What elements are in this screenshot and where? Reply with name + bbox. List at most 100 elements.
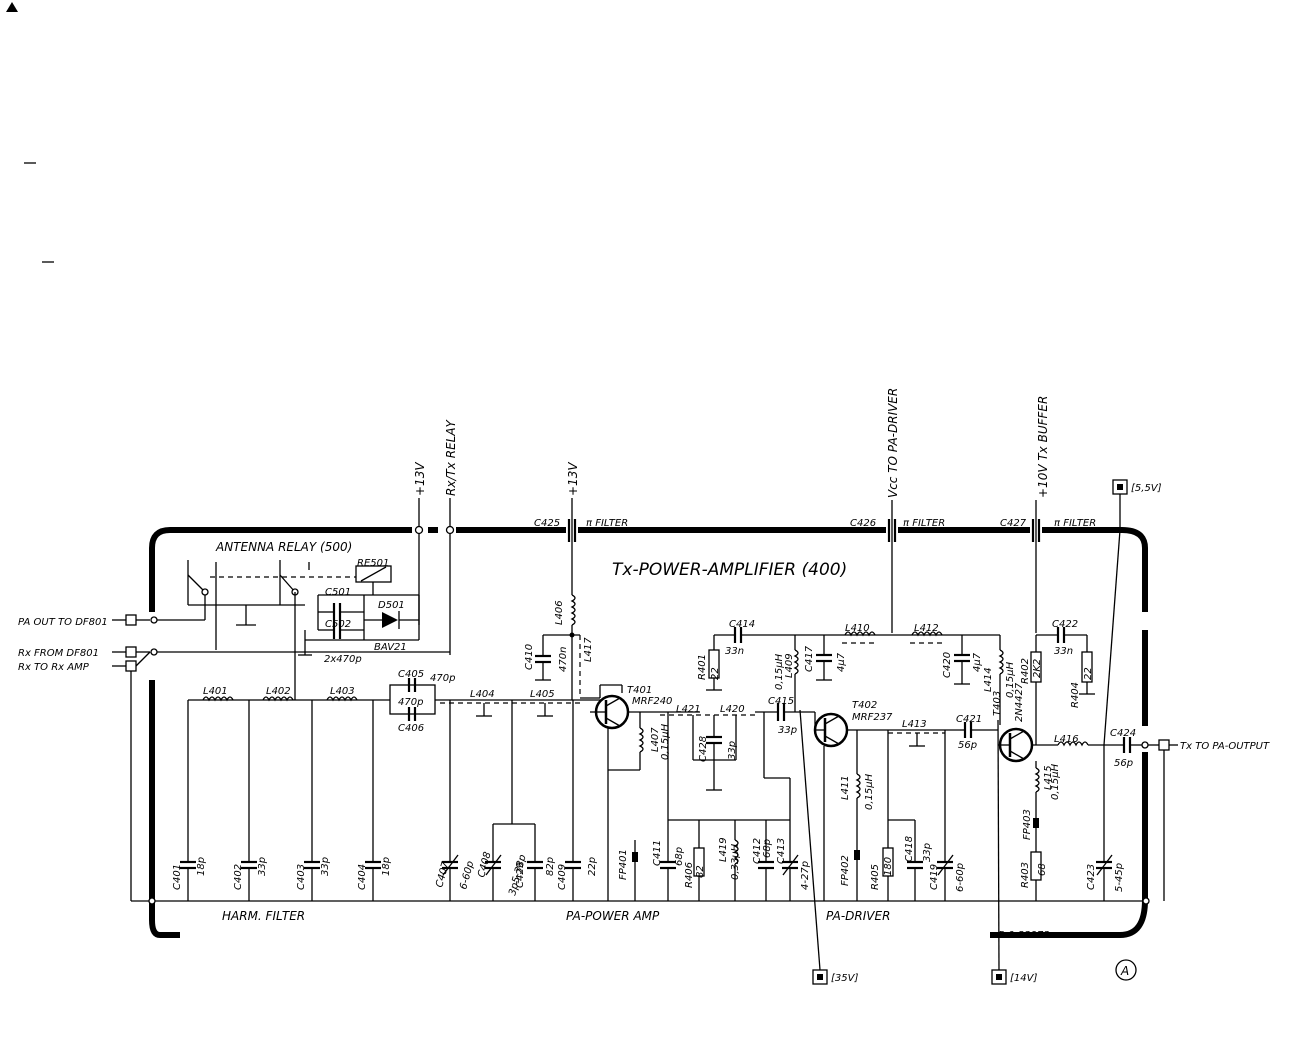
c404-value: 18p: [381, 857, 392, 876]
pi-filter-label-2: π FILTER: [903, 518, 945, 529]
l420-label: L420: [720, 704, 745, 715]
l407-label: L407: [650, 727, 661, 752]
r404-label: R404: [1070, 682, 1081, 708]
c402-label: C402: [233, 864, 244, 890]
pi-filter-label-3: π FILTER: [1054, 518, 1096, 529]
c424-label: C424: [1110, 728, 1136, 739]
transistor-t401: [590, 694, 700, 730]
sheet-mark: A: [1120, 964, 1129, 978]
testpoint-14v: [14V]: [991, 969, 1037, 985]
coil-l402: [262, 696, 294, 702]
r404-value: 22: [1083, 667, 1094, 680]
feedthrough-c427: [1031, 519, 1041, 542]
port-rx-from-label: Rx FROM DF801: [18, 648, 99, 659]
relay-re501-label: RE501: [357, 558, 389, 569]
page-corner-triangle-icon: [6, 2, 18, 12]
c404-label: C404: [357, 864, 368, 890]
l404-label: L404: [470, 689, 495, 700]
testpoint-35v: [35V]: [812, 969, 858, 985]
c412-value: 68p: [762, 839, 773, 858]
l416-label: L416: [1054, 734, 1079, 745]
c417-label: C417: [804, 645, 815, 672]
supply-13v-label-b: +13V: [566, 462, 580, 496]
feedthrough-c425: [567, 519, 577, 542]
r405-value: 180: [883, 857, 894, 876]
t401-label: T401: [627, 685, 652, 696]
c502-label: C502: [325, 619, 351, 630]
antenna-relay-label: ANTENNA RELAY (500): [215, 540, 352, 554]
schematic-title: Tx-POWER-AMPLIFIER (400): [612, 560, 847, 580]
coil-l411: [855, 773, 861, 799]
c421-label: C421: [956, 714, 982, 725]
ferrite-fp403: [1033, 818, 1039, 828]
section-harm-filter: HARM. FILTER: [222, 909, 305, 923]
coil-l419: [733, 839, 739, 865]
port-rx-to-label: Rx TO Rx AMP: [18, 662, 90, 673]
bav21-label: BAV21: [374, 642, 407, 653]
fp402-label: FP402: [840, 855, 851, 886]
l411-label: L411: [840, 775, 851, 800]
fp401-label: FP401: [618, 849, 629, 880]
c409-label: C409: [557, 864, 568, 890]
left-connectors: PA OUT TO DF801 Rx FROM DF801 Rx TO Rx A…: [18, 570, 450, 901]
c421-value: 56p: [958, 740, 977, 751]
ferrite-fp402: [854, 850, 860, 860]
shunt-caps-harm: [180, 700, 381, 901]
c429-value: 82p: [545, 857, 556, 876]
c414-label: C414: [729, 619, 755, 630]
l403-label: L403: [330, 686, 355, 697]
l419-value: 0,33μH: [730, 843, 741, 880]
l401-label: L401: [203, 686, 228, 697]
l412-label: L412: [914, 623, 939, 634]
c413-value: 4-27p: [800, 861, 811, 890]
l415-label: L415: [1043, 765, 1054, 790]
l409-label: L409: [784, 653, 795, 678]
fp403-label: FP403: [1022, 809, 1033, 840]
c415-value: 33p: [778, 725, 797, 736]
t402-type: MRF237: [852, 712, 893, 723]
l409-value: 0,15μH: [774, 653, 785, 690]
l415-value: 0,15μH: [1050, 763, 1061, 800]
section-pa-driver: PA-DRIVER: [826, 909, 890, 923]
board-outline: [149, 527, 1148, 938]
c418-value: 33p: [922, 843, 933, 862]
c420-value: 4μ7: [972, 652, 983, 672]
coil-l414: [998, 649, 1004, 675]
cap-note-label: 2x470p: [324, 654, 362, 665]
sheet-mark-circle: [1115, 959, 1137, 981]
testpoint-35v-label: [35V]: [831, 973, 858, 984]
coil-l416: [1057, 741, 1089, 747]
r402-label: R402: [1020, 658, 1031, 684]
port-tx-out-label: Tx TO PA-OUTPUT: [1180, 741, 1270, 752]
c424-value: 56p: [1114, 758, 1133, 769]
c415-label: C415: [768, 696, 794, 707]
testpoint-14v-label: [14V]: [1010, 973, 1037, 984]
coil-l412: [911, 631, 943, 637]
c402-value: 33p: [257, 857, 268, 876]
coil-l410: [844, 631, 876, 637]
r401-label: R401: [697, 654, 708, 680]
supply-10v-buffer-label: +10V Tx BUFFER: [1036, 396, 1050, 498]
c501-label: C501: [325, 587, 351, 598]
l414-label: L414: [983, 667, 994, 692]
c403-label: C403: [296, 864, 307, 890]
coil-l407: [638, 727, 644, 753]
l413-label: L413: [902, 719, 927, 730]
c418-label: C418: [904, 836, 915, 862]
l419-label: L419: [718, 837, 729, 862]
l417-label: L417: [583, 637, 594, 662]
c410-value: 470n: [558, 647, 569, 672]
c428-label: C428: [698, 736, 709, 762]
c410-label: C410: [524, 644, 535, 670]
l411-value: 0,15μH: [864, 773, 875, 810]
doc-number: 5-0-23973: [998, 930, 1050, 941]
c407-label: C407: [434, 860, 452, 889]
c406-value: 470p: [398, 697, 423, 708]
c425-label: C425: [534, 518, 560, 529]
c417-value: 4μ7: [836, 652, 847, 672]
coil-l415: [1034, 767, 1040, 793]
antenna-relay: RE501 C501 C502 2x470p D501 BAV21: [187, 558, 420, 665]
c405-label: C405: [398, 669, 424, 680]
coil-l406: [570, 594, 576, 626]
c423-label: C423: [1086, 864, 1097, 890]
